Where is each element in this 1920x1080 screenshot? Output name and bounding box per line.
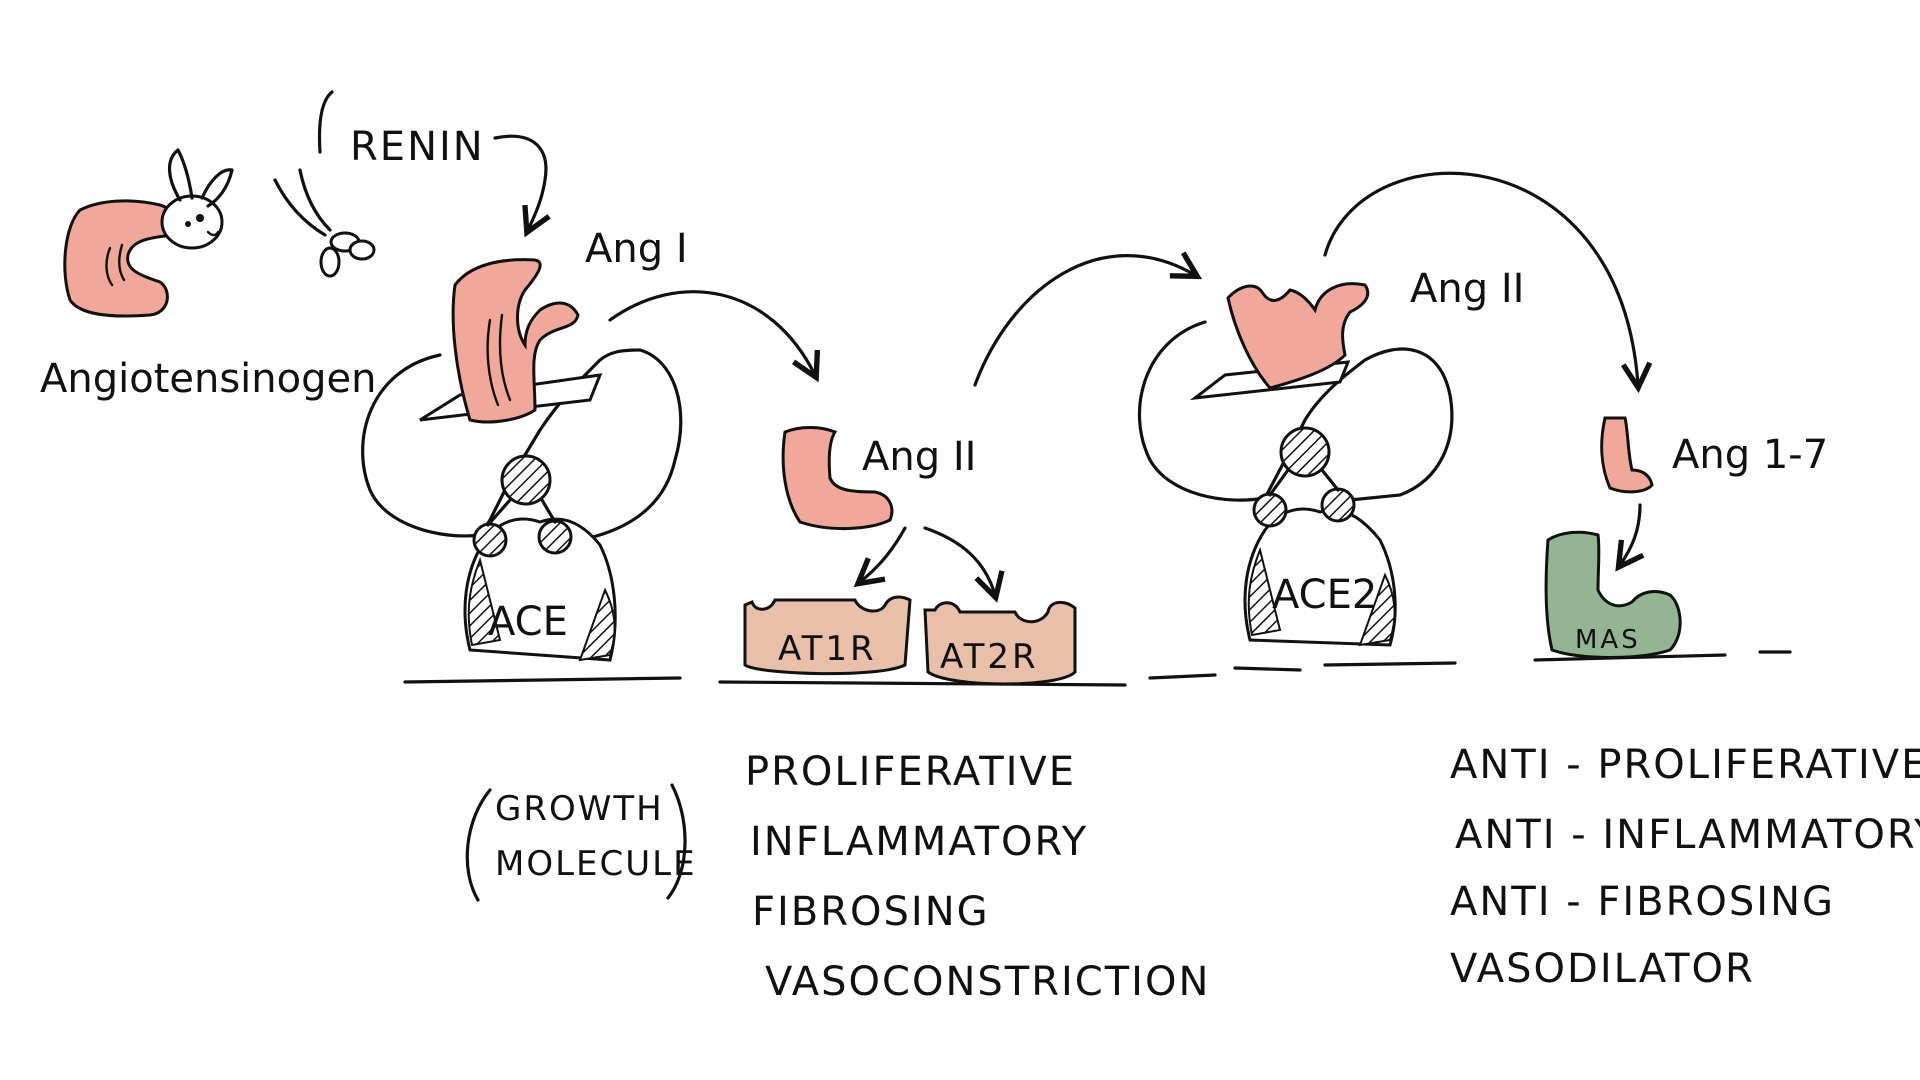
ang2-label-left: Ang II	[862, 434, 976, 480]
effect-right-4: VASODILATOR	[1450, 946, 1755, 992]
at1r-receptor	[743, 595, 912, 676]
paren-left	[465, 788, 492, 902]
arrow-ang2-to-at1r	[860, 526, 907, 582]
ang2-peptide-right	[1226, 282, 1370, 390]
paren-right	[666, 783, 687, 900]
mas-receptor	[1544, 530, 1682, 659]
at2r-label: AT2R	[940, 637, 1039, 677]
scissors-icon	[273, 168, 376, 278]
angiotensinogen-label: Angiotensinogen	[40, 356, 376, 402]
ace-label: ACE	[488, 599, 568, 645]
ang17-peptide	[1600, 416, 1654, 494]
effect-right-3: ANTI - FIBROSING	[1450, 879, 1835, 925]
effect-left-3: FIBROSING	[752, 889, 990, 935]
effect-left-4: VASOCONSTRICTION	[765, 959, 1210, 1005]
ace-enzyme	[361, 348, 683, 662]
ace2-label: ACE2	[1272, 572, 1377, 618]
angiotensinogen-molecule	[63, 199, 177, 318]
ace2-enzyme	[1137, 320, 1454, 647]
renin-tick	[317, 90, 334, 154]
growth-note-line2: MOLECULE	[495, 844, 697, 884]
effect-left-1: PROLIFERATIVE	[745, 749, 1076, 795]
cell-membrane	[403, 650, 1792, 687]
ang2-label-right: Ang II	[1410, 266, 1524, 312]
at1r-label: AT1R	[778, 629, 877, 669]
arrow-ang2-to-at2r	[923, 526, 995, 595]
arrow-ang17-to-mas	[1620, 503, 1640, 565]
effect-right-1: ANTI - PROLIFERATIVE	[1450, 742, 1920, 788]
ang17-label: Ang 1-7	[1672, 432, 1828, 478]
ang1-peptide	[451, 258, 580, 424]
renin-label: RENIN	[350, 124, 485, 170]
ang2-peptide-left	[781, 426, 894, 530]
effect-left-2: INFLAMMATORY	[750, 819, 1088, 865]
growth-note-line1: GROWTH	[495, 789, 664, 829]
effect-right-2: ANTI - INFLAMMATORY	[1455, 812, 1920, 858]
arrow-ace2-to-ang17	[1323, 171, 1638, 385]
arrow-ace-to-ang2	[608, 290, 815, 375]
bunny-icon	[160, 148, 234, 250]
ang1-label: Ang I	[585, 226, 688, 272]
mas-label: MAS	[1575, 625, 1641, 655]
renin-arrow	[493, 134, 546, 230]
arrow-ang2-to-ace2	[973, 256, 1195, 387]
